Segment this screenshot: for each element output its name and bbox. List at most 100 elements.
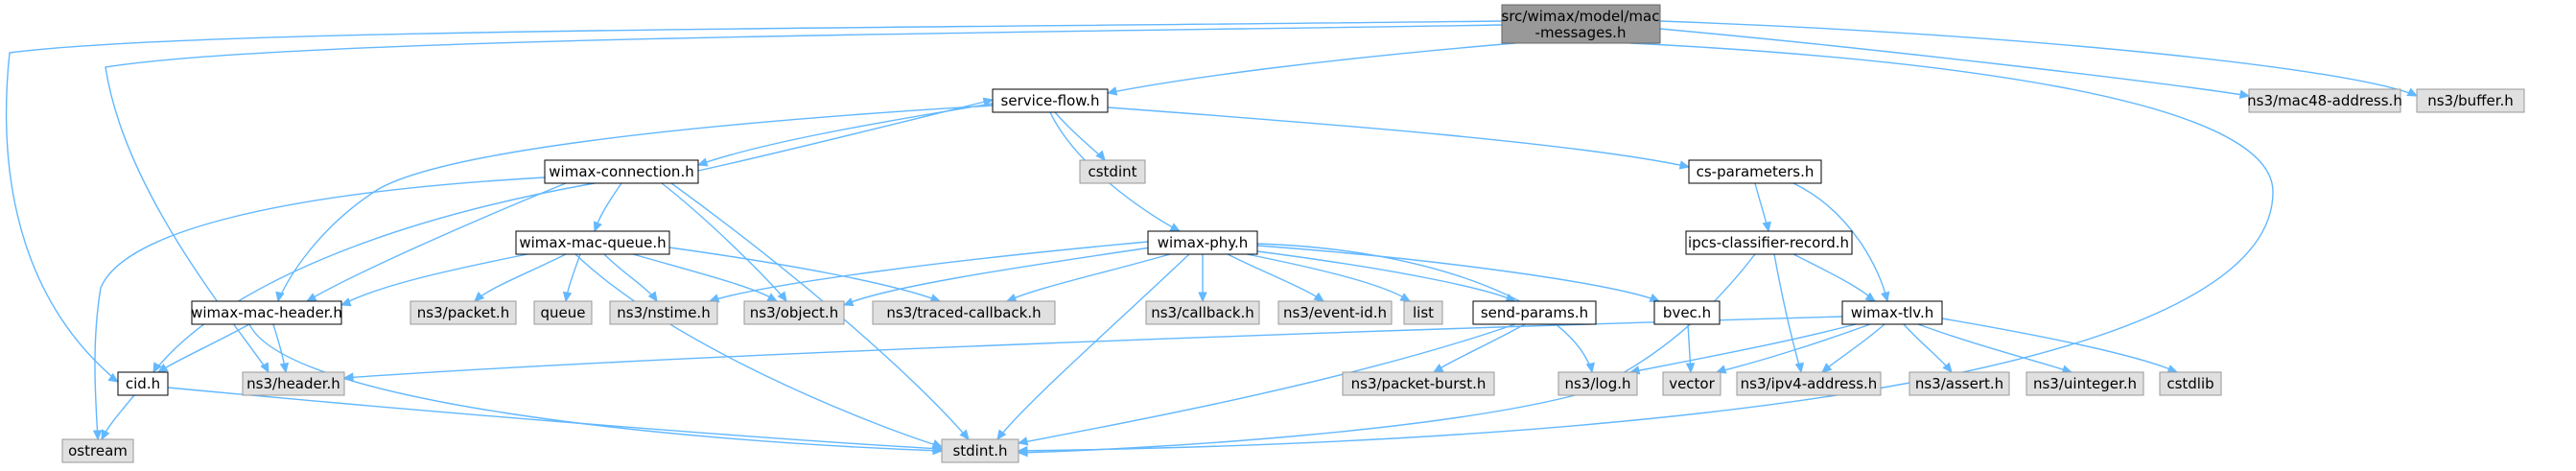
node-header-label: ns3/header.h [246,375,340,392]
node-mac48-address: ns3/mac48-address.h [2247,88,2402,113]
edge-phy-object [842,247,1152,307]
edge-root-cid [5,20,1503,383]
node-send-params[interactable]: send-params.h [1472,300,1597,325]
node-wimax-connection[interactable]: wimax-connection.h [544,159,699,184]
edge-queue-queue [562,253,581,303]
node-nstime: ns3/nstime.h [609,300,718,325]
edge-ipcs-ipv4 [1773,253,1805,374]
edge-phy-bvec [1256,245,1661,302]
edge-conn-ostream [92,177,546,441]
edge-root-mac48 [1659,28,2251,100]
node-root-line2: -messages.h [1535,24,1627,41]
node-cid[interactable]: cid.h [117,371,169,396]
node-ipcs-classifier-record[interactable]: ipcs-classifier-record.h [1685,230,1853,255]
node-ipv4-address: ns3/ipv4-address.h [1736,371,1882,396]
node-callback: ns3/callback.h [1145,300,1260,325]
edge-tlv-ipv4 [1821,323,1885,373]
node-vector: vector [1662,371,1721,396]
node-wimax-phy-label: wimax-phy.h [1158,234,1249,251]
node-ostream: ostream [61,438,134,463]
edge-tlv-log [1628,323,1857,375]
node-object-label: ns3/object.h [750,304,838,321]
edge-sf-connection [696,103,994,167]
node-nstime-label: ns3/nstime.h [617,304,710,321]
edge-mac-header-cid [156,323,250,373]
node-bvec[interactable]: bvec.h [1653,300,1721,325]
node-wimax-mac-header-label: wimax-mac-header.h [191,304,342,321]
node-list-label: list [1413,304,1434,321]
edge-queue-mac-header [340,253,528,307]
edge-bvec-vector [1685,323,1696,374]
node-buffer-label: ns3/buffer.h [2427,92,2514,109]
edge-phy-log [1256,243,1596,374]
edge-cs-tlv [1792,182,1890,303]
node-object: ns3/object.h [743,300,845,325]
node-assert: ns3/assert.h [1909,371,2010,396]
dependency-nodes: src/wimax/model/mac -messages.h service-… [61,4,2525,463]
node-event-id: ns3/event-id.h [1277,300,1393,325]
node-stdint: stdint.h [941,438,1019,463]
node-event-id-label: ns3/event-id.h [1283,304,1387,321]
edge-sf-cs-parameters [1107,106,1691,170]
node-traced-callback-label: ns3/traced-callback.h [886,304,1041,321]
node-service-flow[interactable]: service-flow.h [992,88,1109,113]
node-list: list [1403,300,1443,325]
node-log-label: ns3/log.h [1564,375,1630,392]
edge-queue-packet [474,253,567,302]
edge-send-params-stdint [1017,323,1516,446]
edge-cid-stdint [167,387,944,453]
edge-root-buffer [1659,20,2419,97]
node-queue: queue [533,300,593,325]
node-send-params-label: send-params.h [1481,304,1588,321]
edge-queue-nstime [603,253,658,303]
node-root-mac-messages: src/wimax/model/mac -messages.h [1501,4,1661,44]
edge-ipcs-tlv [1792,253,1877,302]
node-cid-label: cid.h [126,375,160,392]
node-buffer: ns3/buffer.h [2416,88,2525,113]
edge-conn-stdint [670,182,970,440]
node-callback-label: ns3/callback.h [1151,304,1254,321]
node-stdint-label: stdint.h [952,442,1007,459]
edge-mac-header-stdint [248,323,944,456]
edge-cid-ostream [101,394,135,441]
node-cs-parameters-label: cs-parameters.h [1697,163,1815,180]
node-log: ns3/log.h [1557,371,1638,396]
node-ipv4-address-label: ns3/ipv4-address.h [1741,375,1878,392]
node-mac48-address-label: ns3/mac48-address.h [2247,92,2402,109]
node-traced-callback: ns3/traced-callback.h [872,300,1056,325]
node-packet: ns3/packet.h [410,300,517,325]
edge-sf-wimax-mac-header [275,105,994,303]
edge-conn-mac-queue [593,182,622,233]
node-packet-burst-label: ns3/packet-burst.h [1351,375,1487,392]
edge-tlv-uinteger [1917,323,2073,374]
node-vector-label: vector [1669,375,1715,392]
node-wimax-connection-label: wimax-connection.h [549,163,693,180]
node-wimax-phy[interactable]: wimax-phy.h [1147,230,1258,255]
edge-phy-callback [1198,254,1207,303]
edge-connection-sf [697,97,995,172]
edge-phy-stdint [996,253,1190,441]
node-ostream-label: ostream [68,442,128,459]
node-wimax-mac-header[interactable]: wimax-mac-header.h [191,300,342,325]
node-packet-burst: ns3/packet-burst.h [1342,371,1495,396]
edge-queue-stdint [574,253,944,449]
node-queue-label: queue [541,304,586,321]
node-service-flow-label: service-flow.h [1001,92,1100,109]
node-packet-label: ns3/packet.h [417,304,509,321]
edge-tlv-cstdlib [1941,318,2179,374]
node-wimax-mac-queue[interactable]: wimax-mac-queue.h [515,230,670,255]
node-cstdlib-label: cstdlib [2166,375,2213,392]
edge-mac-header-header [272,323,290,374]
node-wimax-mac-queue-label: wimax-mac-queue.h [519,234,666,251]
edge-sf-cstdint [1054,111,1106,161]
edge-cs-ipcs [1754,182,1771,233]
node-cstdlib: cstdlib [2159,371,2222,396]
node-cs-parameters[interactable]: cs-parameters.h [1688,159,1822,184]
edge-send-params-burst [1432,323,1526,373]
edge-conn-object [661,182,787,303]
node-cstdint: cstdint [1079,159,1146,184]
edge-tlv-assert [1903,323,1953,373]
node-wimax-tlv[interactable]: wimax-tlv.h [1841,300,1943,325]
edge-root-service-flow [1106,42,1516,96]
